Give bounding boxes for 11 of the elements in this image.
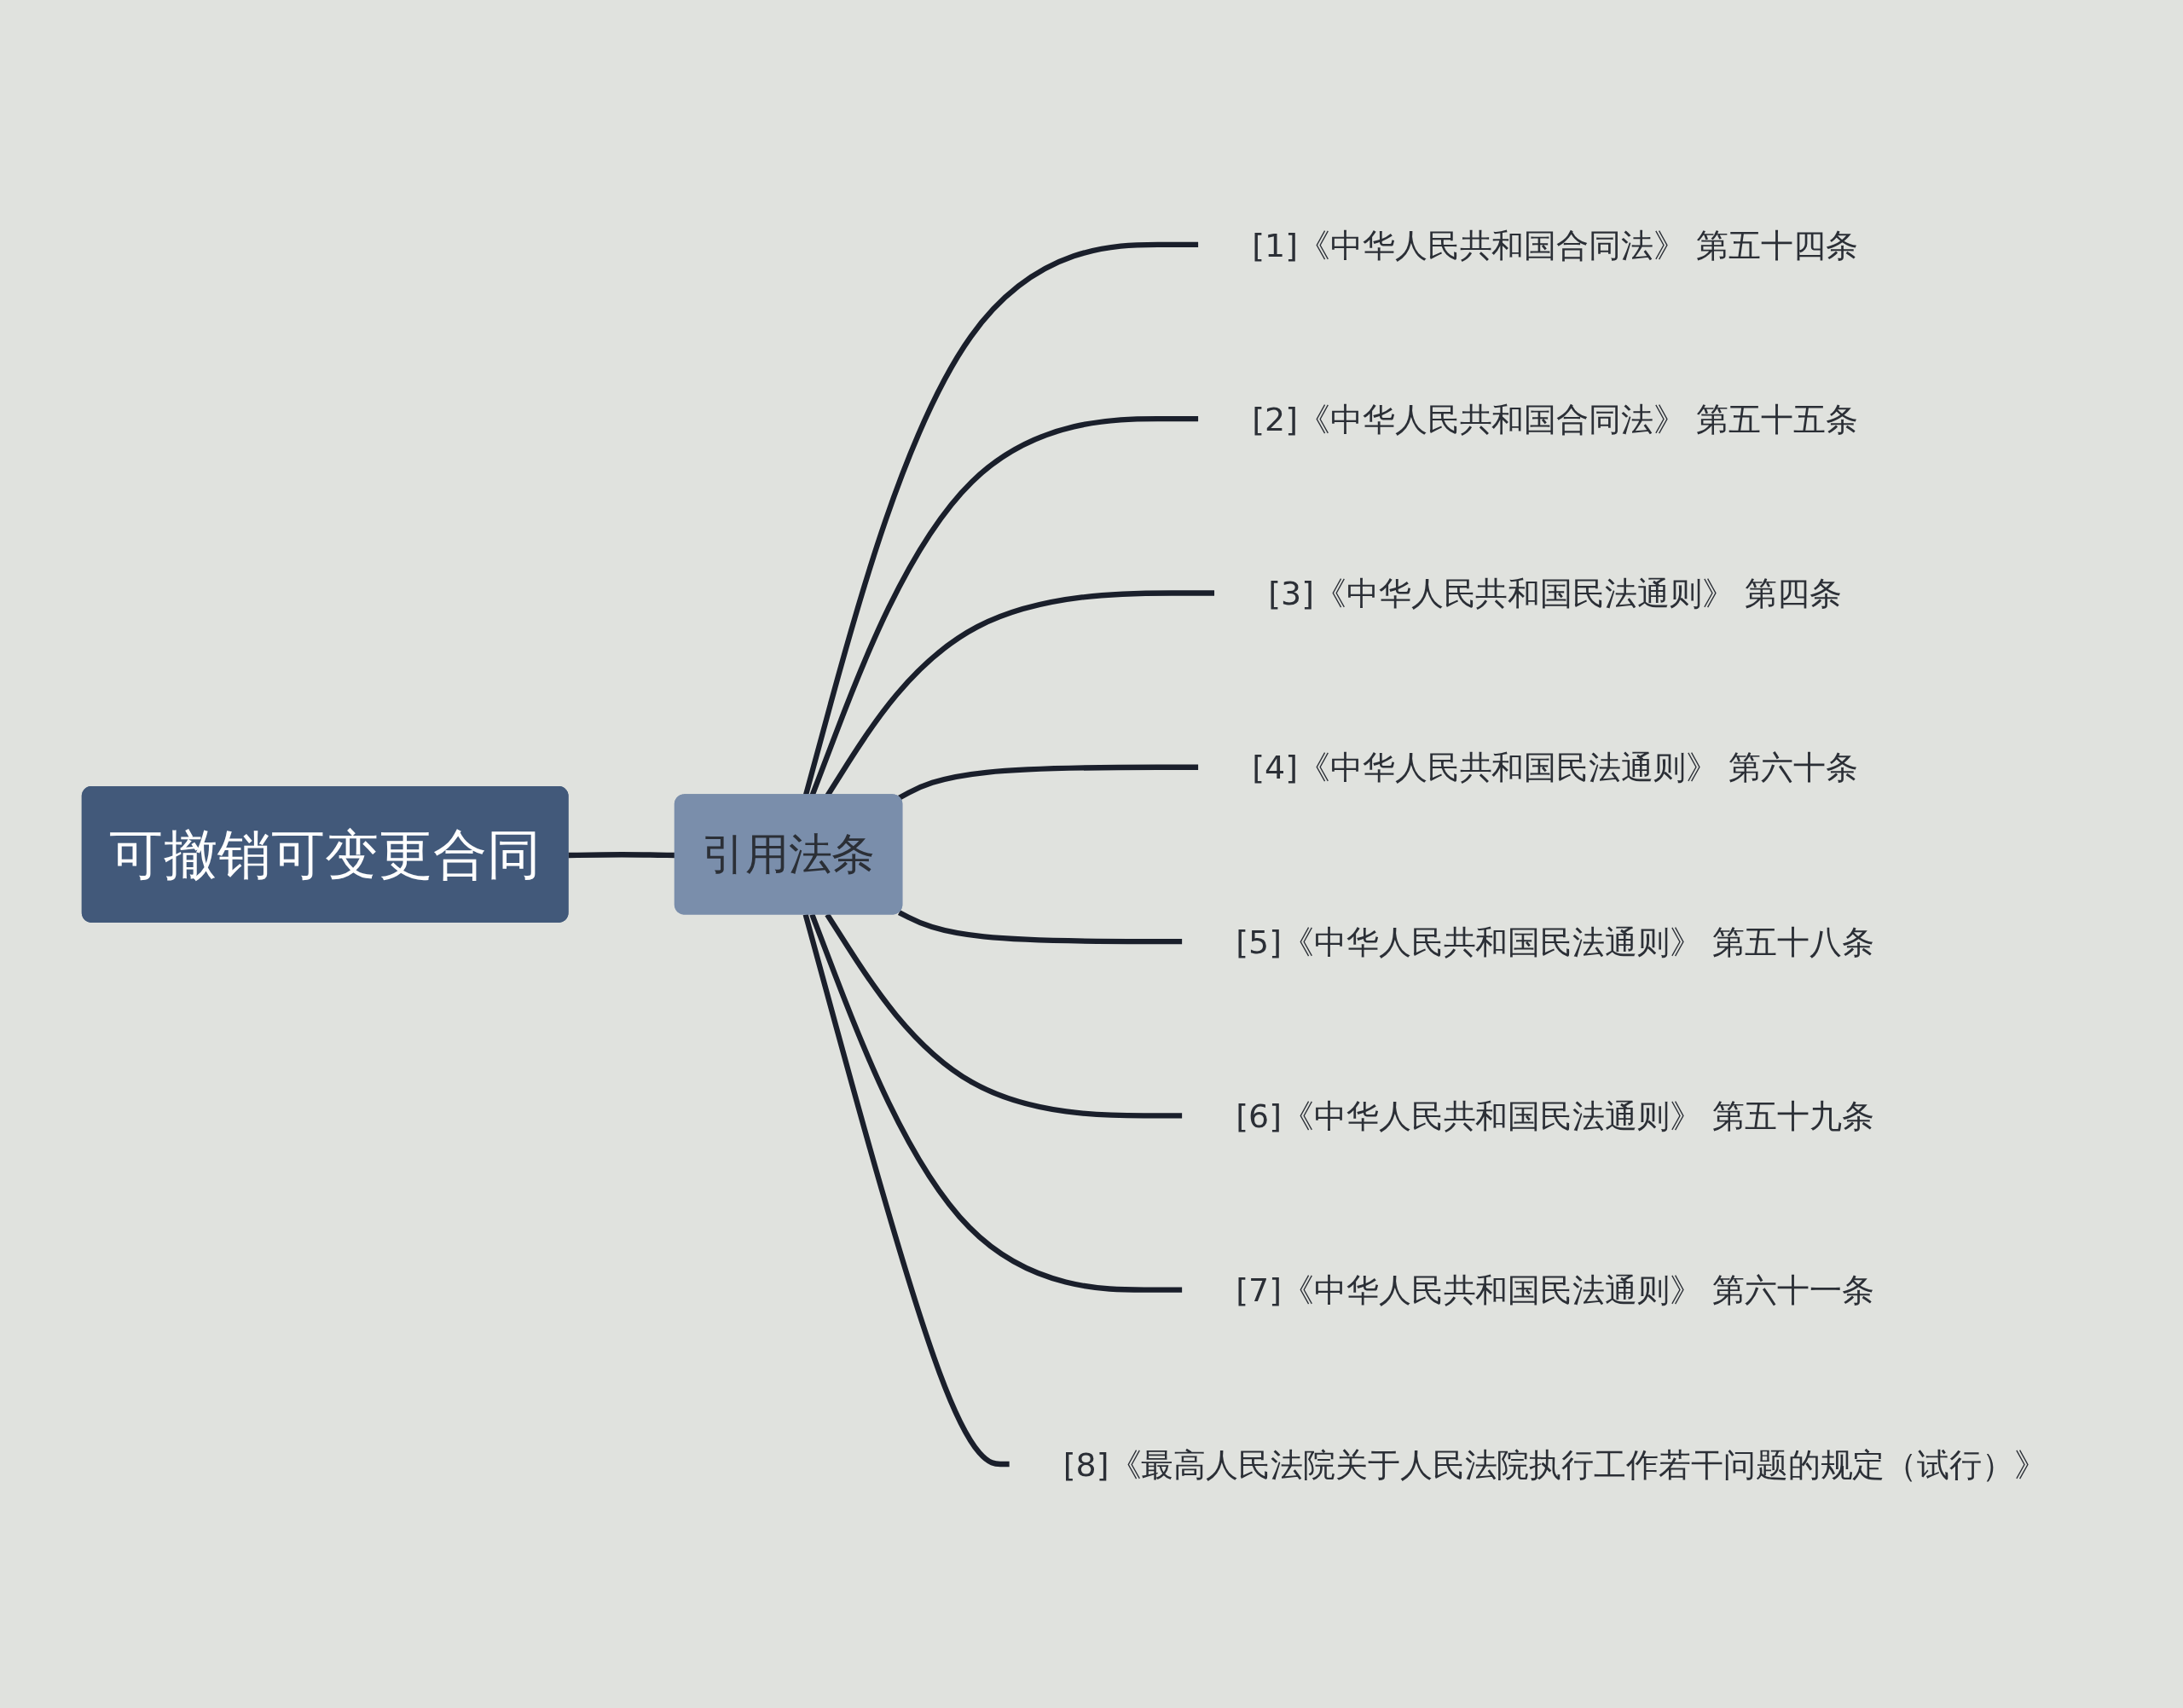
connector xyxy=(897,764,1199,801)
node-text: [4]《中华人民共和国民法通则》 第六十条 xyxy=(1252,748,1858,786)
node-text: [5]《中华人民共和国民法通则》 第五十八条 xyxy=(1236,922,1874,960)
node-text: [3]《中华人民共和国民法通则》 第四条 xyxy=(1268,573,1842,612)
node-text: [1]《中华人民共和国合同法》 第五十四条 xyxy=(1252,225,1858,263)
node-text: [2]《中华人民共和国合同法》 第五十五条 xyxy=(1252,399,1858,437)
node-text: [8]《最高人民法院关于人民法院执行工作若干问题的规定（试行）》 xyxy=(1063,1445,2047,1483)
connector xyxy=(897,909,1183,944)
node-text: [6]《中华人民共和国民法通则》 第五十九条 xyxy=(1236,1096,1874,1135)
connector xyxy=(802,913,1010,1467)
node-text: [7]《中华人民共和国民法通则》 第六十一条 xyxy=(1236,1271,1874,1309)
